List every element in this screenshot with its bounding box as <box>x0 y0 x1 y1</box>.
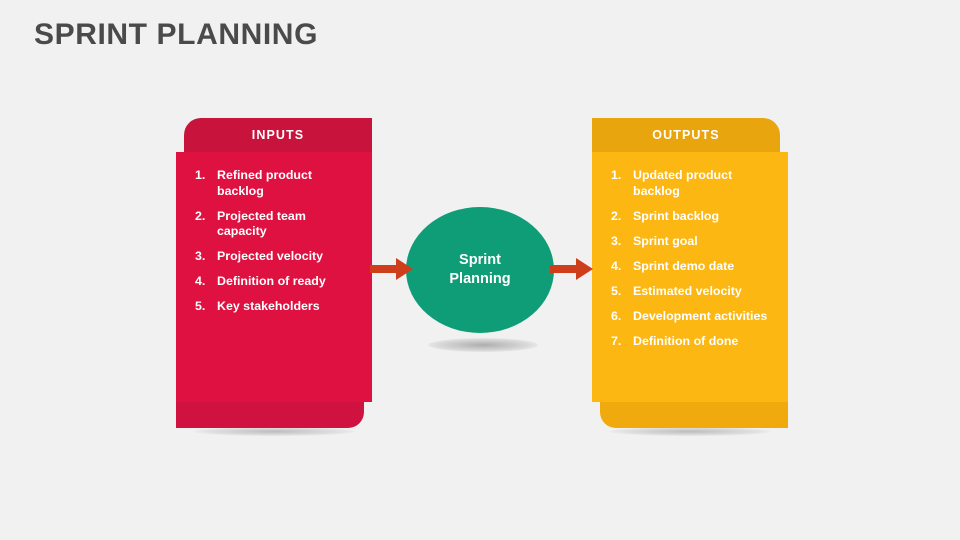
list-item: 4. Sprint demo date <box>598 259 782 275</box>
list-item-number: 7. <box>611 333 622 348</box>
list-item-number: 6. <box>611 308 622 323</box>
inputs-panel-header: INPUTS <box>184 118 372 152</box>
arrow-process-to-outputs-icon <box>550 256 594 282</box>
list-item-label: Projected team capacity <box>217 208 306 239</box>
list-item-number: 1. <box>195 168 206 182</box>
list-item-label: Sprint goal <box>633 233 698 248</box>
process-circle: Sprint Planning <box>406 207 554 333</box>
process-circle-shadow <box>428 338 538 352</box>
inputs-panel-body: 1. Refined product backlog 2. Projected tea… <box>176 152 372 402</box>
list-item-label: Development activities <box>633 308 768 323</box>
list-item: 1. Refined product backlog <box>182 168 366 199</box>
outputs-panel: OUTPUTS 1. Updated product backlog 2. Sprin… <box>592 118 788 436</box>
outputs-list: 1. Updated product backlog 2. Sprint backlo… <box>598 168 782 349</box>
list-item-number: 4. <box>195 274 206 288</box>
list-item-label: Estimated velocity <box>633 283 742 298</box>
list-item: 6. Development activities <box>598 309 782 325</box>
outputs-panel-footer <box>600 402 788 428</box>
list-item: 3. Sprint goal <box>598 234 782 250</box>
list-item-number: 5. <box>195 299 206 313</box>
list-item-label: Refined product backlog <box>217 168 312 198</box>
list-item: 4. Definition of ready <box>182 274 366 290</box>
list-item-number: 1. <box>611 168 622 182</box>
outputs-panel-header: OUTPUTS <box>592 118 780 152</box>
arrow-inputs-to-process-icon <box>370 256 414 282</box>
list-item-label: Updated product backlog <box>633 168 733 198</box>
list-item-label: Definition of ready <box>217 274 326 288</box>
list-item: 1. Updated product backlog <box>598 168 782 199</box>
list-item-number: 2. <box>195 208 206 223</box>
list-item-number: 3. <box>611 233 622 248</box>
list-item-number: 3. <box>195 249 206 263</box>
list-item: 7. Definition of done <box>598 334 782 350</box>
inputs-list: 1. Refined product backlog 2. Projected tea… <box>182 168 366 315</box>
list-item-label: Definition of done <box>633 333 739 348</box>
inputs-panel: INPUTS 1. Refined product backlog 2. Projec… <box>176 118 372 436</box>
outputs-header-label: OUTPUTS <box>652 128 720 142</box>
list-item: 5. Key stakeholders <box>182 299 366 315</box>
list-item-number: 5. <box>611 283 622 298</box>
list-item: 2. Projected team capacity <box>182 209 366 240</box>
list-item-label: Key stakeholders <box>217 299 320 313</box>
list-item: 2. Sprint backlog <box>598 209 782 225</box>
inputs-panel-shadow <box>194 427 354 436</box>
list-item: 5. Estimated velocity <box>598 284 782 300</box>
list-item-label: Projected velocity <box>217 249 324 263</box>
outputs-panel-body: 1. Updated product backlog 2. Sprint backlo… <box>592 152 788 402</box>
process-circle-label: Sprint Planning <box>449 252 511 287</box>
outputs-panel-shadow <box>610 427 770 436</box>
list-item: 3. Projected velocity <box>182 249 366 265</box>
list-item-number: 4. <box>611 258 622 273</box>
page-title: SPRINT PLANNING <box>34 18 319 51</box>
inputs-header-label: INPUTS <box>251 128 305 142</box>
list-item-label: Sprint demo date <box>633 258 735 273</box>
inputs-panel-footer <box>176 402 364 428</box>
list-item-label: Sprint backlog <box>633 208 720 223</box>
list-item-number: 2. <box>611 208 622 223</box>
